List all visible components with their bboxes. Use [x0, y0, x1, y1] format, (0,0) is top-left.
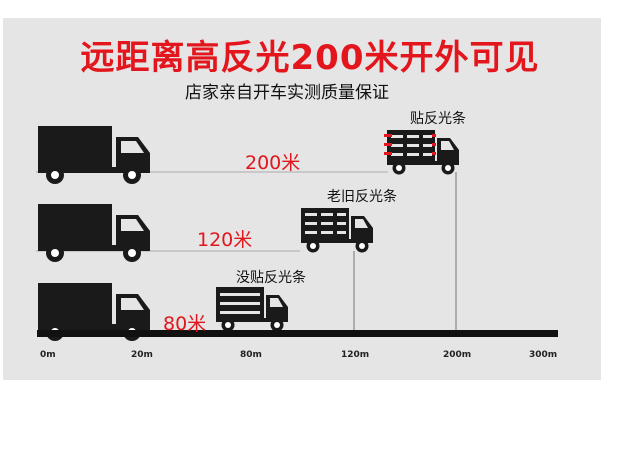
row2-label: 老旧反光条	[327, 189, 397, 205]
reflective-truck-new-icon	[384, 130, 459, 175]
road-bar	[37, 330, 558, 337]
axis-tick-1: 20m	[131, 350, 153, 360]
plain-truck-icon	[216, 287, 288, 332]
page-title: 远距离高反光200米开外可见	[80, 38, 540, 78]
truck-icon-row1	[38, 126, 150, 184]
axis-tick-3: 120m	[341, 350, 370, 360]
row3-label: 没贴反光条	[236, 270, 306, 286]
row1-distance: 200米	[245, 152, 301, 174]
axis-tick-2: 80m	[240, 350, 262, 360]
axis-tick-0: 0m	[40, 350, 56, 360]
row3-distance: 80米	[163, 313, 207, 335]
axis-tick-4: 200m	[443, 350, 472, 360]
row1-label: 贴反光条	[410, 111, 466, 127]
truck-icon-row2	[38, 204, 150, 262]
row2-distance: 120米	[197, 229, 253, 251]
page-subtitle: 店家亲自开车实测质量保证	[185, 83, 389, 103]
axis-tick-5: 300m	[529, 350, 558, 360]
reflective-truck-old-icon	[301, 208, 373, 253]
